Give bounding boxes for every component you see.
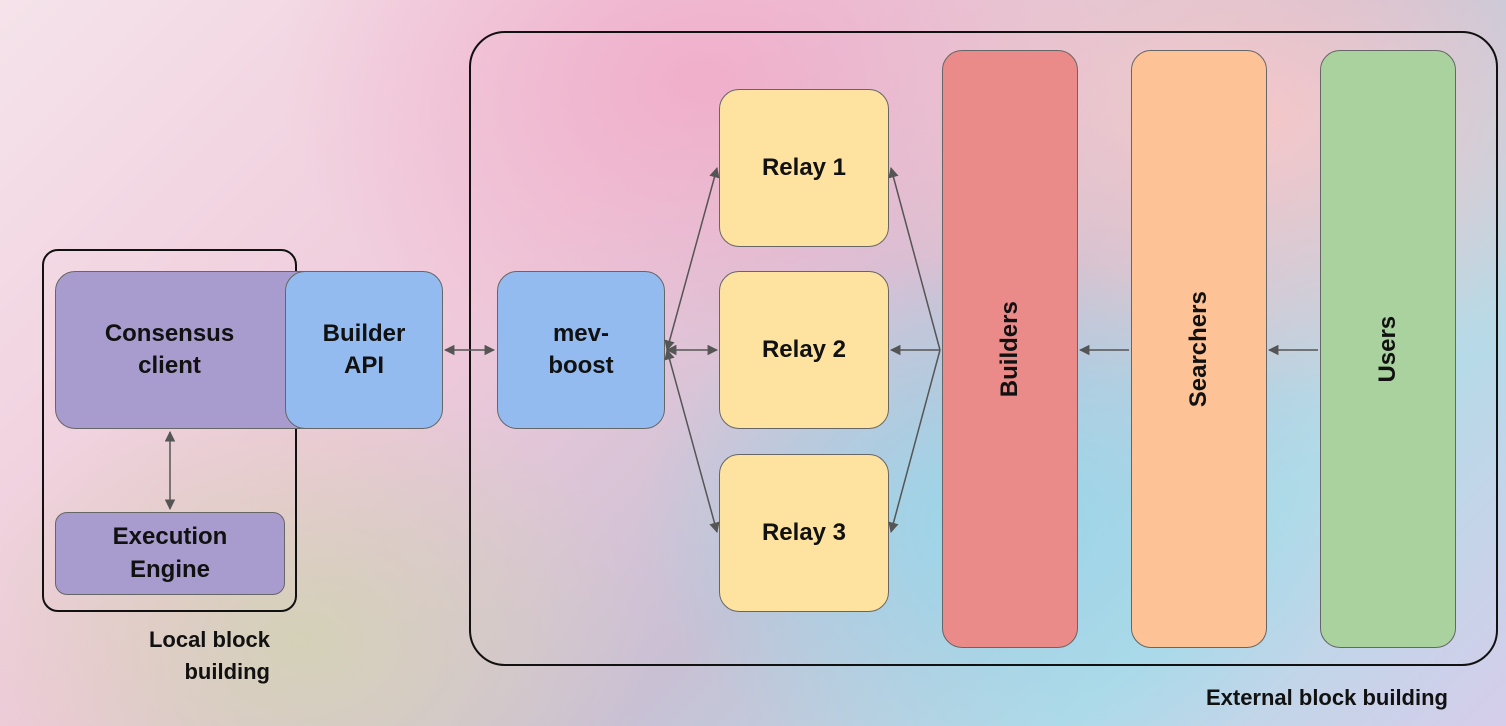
external-block-building-caption: External block building bbox=[1205, 685, 1448, 710]
builder-api-label: Builder API bbox=[322, 319, 406, 379]
mevboost-relay1-arrow bbox=[664, 166, 720, 352]
builders-relay3-arrow bbox=[888, 349, 941, 534]
users-box: Users bbox=[1320, 50, 1456, 648]
relay-3-label: Relay 3 bbox=[761, 518, 847, 546]
execution-engine-box: Execution Engine bbox=[55, 512, 285, 595]
consensus-client-label: Consensus client bbox=[104, 319, 235, 379]
relay-1-label: Relay 1 bbox=[761, 153, 847, 181]
mev-boost-box: mev- boost bbox=[497, 271, 665, 429]
relay-2-label: Relay 2 bbox=[761, 335, 847, 363]
builder-api-box: Builder API bbox=[285, 271, 443, 429]
mevboost-relay3-arrow bbox=[664, 348, 720, 534]
searchers-box: Searchers bbox=[1131, 50, 1267, 648]
execution-engine-label: Execution Engine bbox=[112, 523, 228, 583]
relay-3-box: Relay 3 bbox=[719, 454, 889, 612]
mev-boost-label: mev- boost bbox=[548, 319, 614, 379]
relay-1-box: Relay 1 bbox=[719, 89, 889, 247]
relay-2-box: Relay 2 bbox=[719, 271, 889, 429]
local-block-building-caption: Local block building bbox=[148, 627, 270, 684]
builders-box: Builders bbox=[942, 50, 1078, 648]
local-block-building-frame bbox=[42, 249, 297, 612]
builders-relay1-arrow bbox=[888, 166, 941, 351]
